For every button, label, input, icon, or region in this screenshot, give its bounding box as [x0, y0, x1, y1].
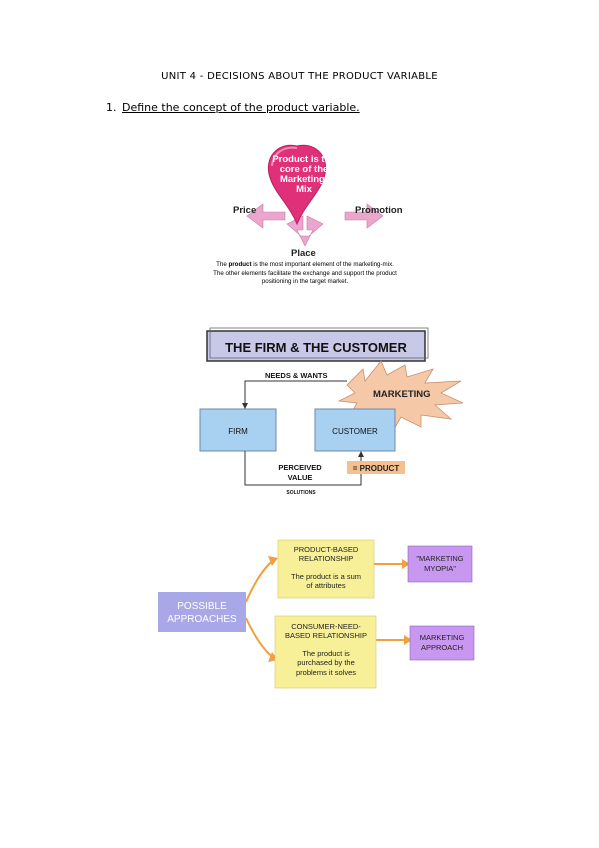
approach-line-1: MARKETING: [420, 633, 465, 642]
place-label: Place: [291, 248, 316, 259]
right-arrow: [344, 203, 384, 229]
marketing-approach-box: [409, 625, 475, 661]
perceived-label-1: PERCEIVED: [278, 463, 322, 472]
heart-line-3: Marketing-: [280, 174, 328, 185]
myopia-line-1: "MARKETING: [416, 554, 463, 563]
top-box-line-2: RELATIONSHIP: [299, 554, 353, 563]
bottom-box-line-2: BASED RELATIONSHIP: [285, 631, 367, 640]
top-box-line-3: The product is a sum: [291, 572, 361, 581]
needs-wants-label: NEEDS & WANTS: [265, 371, 328, 380]
question-text: Define the concept of the product variab…: [122, 101, 360, 114]
promotion-label: Promotion: [355, 205, 403, 216]
perceived-label-2: VALUE: [288, 473, 313, 482]
down-arrow: [286, 215, 324, 247]
marketing-label: MARKETING: [373, 389, 431, 400]
left-arrow: [246, 203, 286, 229]
mix-arrows: [246, 203, 384, 247]
product-label: = PRODUCT: [353, 464, 400, 473]
possible-approaches-box: [158, 592, 246, 632]
bottom-box-line-5: problems it solves: [296, 668, 356, 677]
top-box-line-1: PRODUCT-BASED: [294, 545, 359, 554]
marketing-myopia-box: [407, 545, 473, 583]
bottom-box-line-1: CONSUMER-NEED-: [291, 622, 361, 631]
heart-line-4: Mix: [296, 184, 313, 195]
heart-line-2: core of the: [280, 164, 329, 175]
customer-box: [314, 408, 396, 452]
product-based-box: [277, 539, 375, 599]
consumer-need-box: [274, 615, 377, 689]
solutions-label: SOLUTIONS: [286, 490, 316, 496]
top-box-line-4: of attributes: [306, 581, 345, 590]
bottom-box-line-3: The product is: [302, 649, 350, 658]
bottom-box-line-4: purchased by the: [297, 658, 355, 667]
approaches-diagram: POSSIBLE APPROACHES PRODUCT-BASED RELATI…: [158, 539, 475, 689]
mix-caption: The product is the most important elemen…: [213, 261, 397, 285]
approach-line-2: APPROACH: [421, 643, 463, 652]
price-label: Price: [233, 205, 256, 216]
marketing-mix-diagram: Product is the core of the Marketing- Mi…: [233, 144, 403, 259]
firm-label: FIRM: [228, 427, 248, 436]
document-title: UNIT 4 - DECISIONS ABOUT THE PRODUCT VAR…: [161, 71, 438, 82]
root-line-1: POSSIBLE: [177, 601, 227, 612]
heart-line-1: Product is the: [272, 154, 335, 165]
firm-customer-title: THE FIRM & THE CUSTOMER: [225, 340, 407, 355]
customer-label: CUSTOMER: [332, 427, 378, 436]
root-line-2: APPROACHES: [167, 614, 237, 625]
myopia-line-2: MYOPIA": [424, 564, 456, 573]
product-tag: [347, 461, 405, 474]
question-number: 1.: [106, 101, 117, 114]
firm-box: [199, 408, 277, 452]
heart-shape: [267, 144, 327, 226]
firm-customer-diagram: THE FIRM & THE CUSTOMER NEEDS & WANTS MA…: [199, 327, 464, 496]
